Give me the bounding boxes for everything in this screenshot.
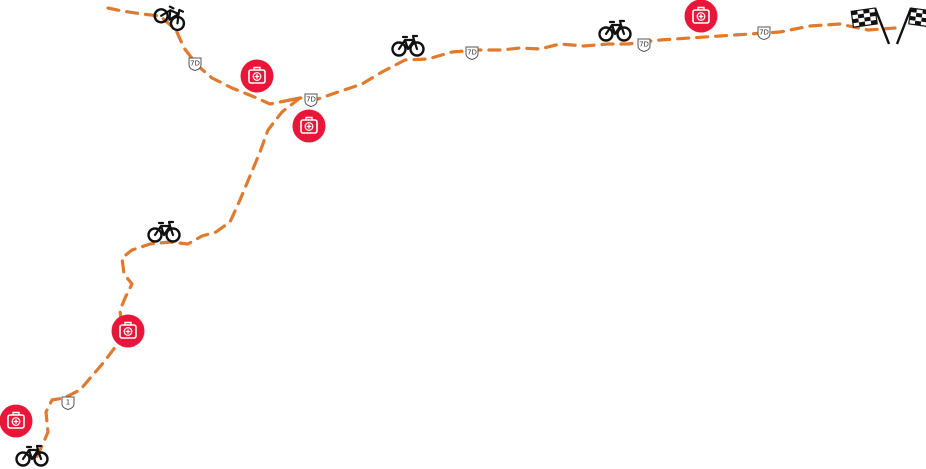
first-aid-icon[interactable] [683,0,719,34]
svg-text:7D: 7D [759,29,769,37]
route-shield-7d: 7D [637,38,651,52]
first-aid-icon[interactable] [239,58,275,94]
first-aid-icon[interactable] [110,313,146,349]
first-aid-icon[interactable] [0,403,34,439]
route-shield-7d: 7D [188,57,202,71]
first-aid-icon[interactable] [291,108,327,144]
svg-text:7D: 7D [306,96,316,104]
bicycle-icon[interactable] [15,444,49,467]
route-line-south-branch [34,96,302,460]
bicycle-icon[interactable] [391,34,425,57]
route-shield-7d: 7D [465,46,479,60]
route-shield-1: 1 [61,396,75,410]
bicycle-icon[interactable] [147,220,181,243]
svg-text:7D: 7D [639,41,649,49]
svg-text:7D: 7D [467,49,477,57]
route-line-main [288,22,897,102]
route-shield-7d: 7D [757,26,771,40]
svg-text:1: 1 [66,399,70,407]
checkered-flags-icon[interactable] [850,7,926,45]
route-line-north-spur [106,6,292,106]
route-shield-7d: 7D [304,93,318,107]
svg-text:7D: 7D [190,60,200,68]
bicycle-icon[interactable] [598,19,632,42]
